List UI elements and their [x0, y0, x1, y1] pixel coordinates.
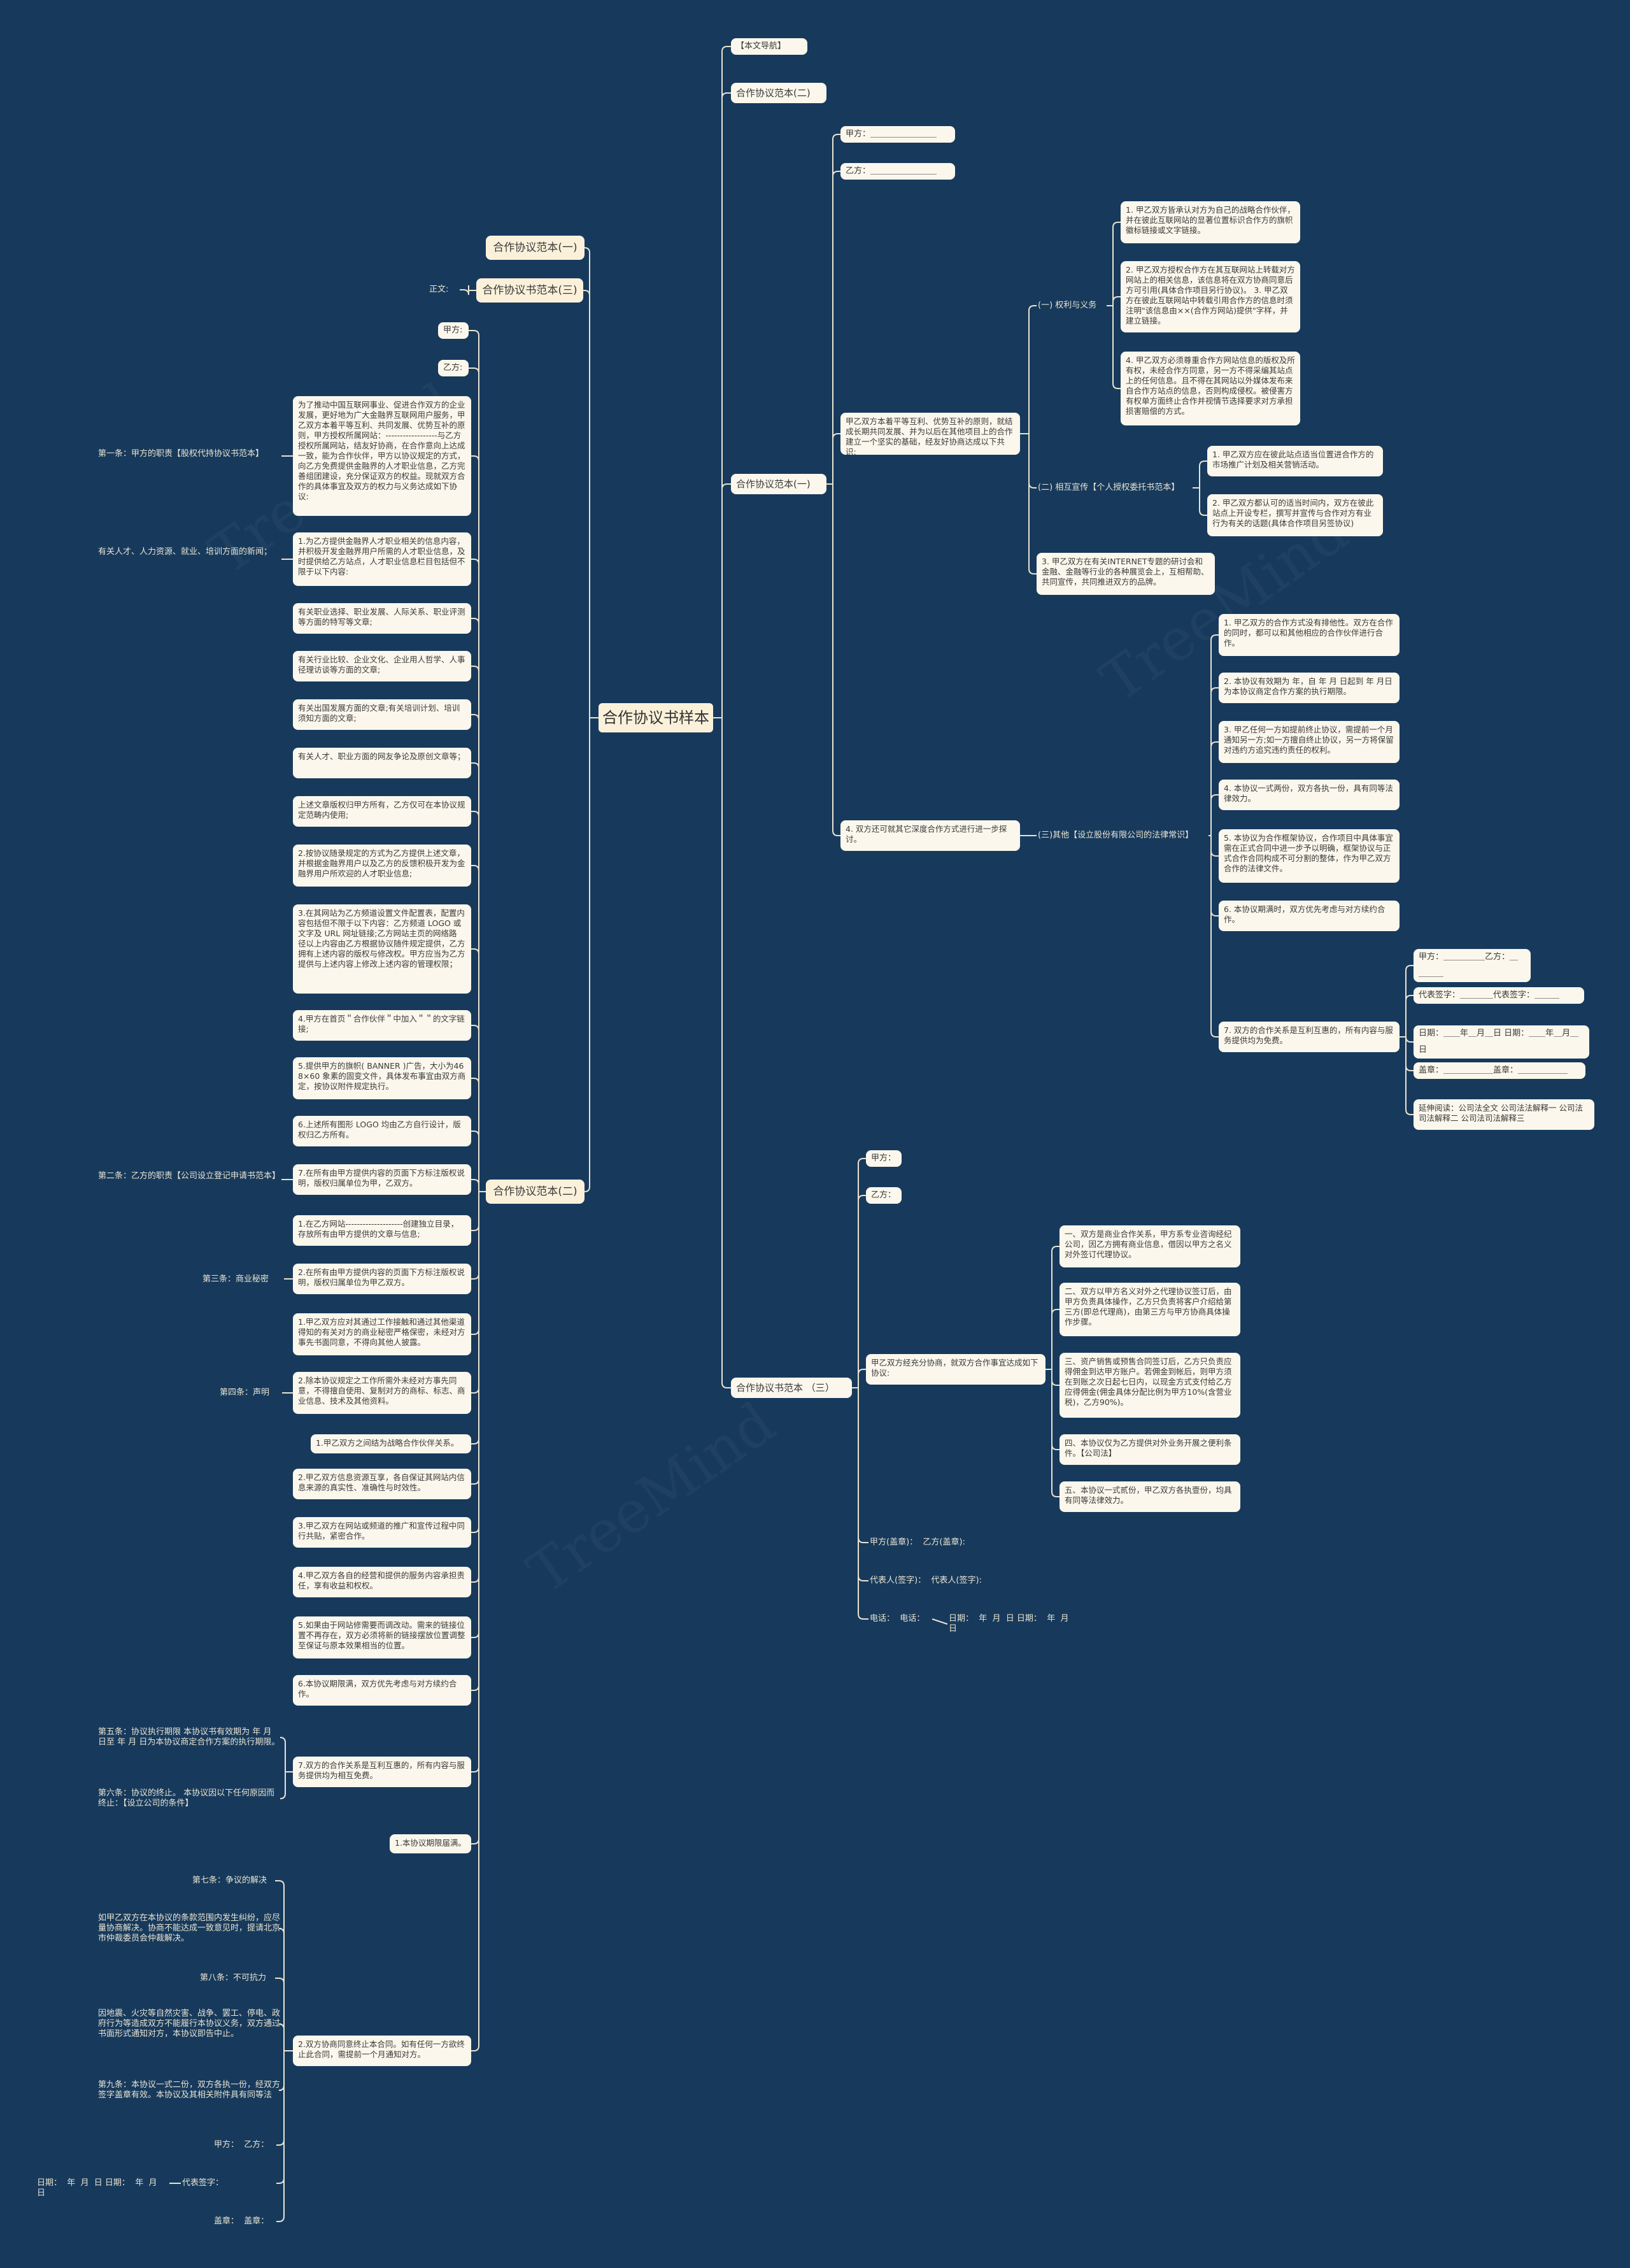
a-item-1a: 有关职业选择、职业发展、人际关系、职业评测等方面的特写等文章;: [293, 603, 471, 634]
a-item-2: 2.按协议随录规定的方式为乙方提供上述文章，并根据金融界用户以及乙方的反馈积极开…: [293, 845, 471, 887]
other-item-5: 5. 本协议为合作框架协议，合作项目中具体事宜需在正式合同中进一步予以明确，框架…: [1219, 829, 1400, 883]
r3-phone-row: 电话： 电话：: [870, 1614, 925, 1623]
signature-seals: 盖章： 盖章：: [214, 2216, 269, 2226]
root-topic[interactable]: 合作协议书样本: [599, 703, 713, 732]
label-article-7: 第七条：争议的解决: [192, 1876, 267, 1885]
label-talent-news: 有关人才、人力资源、就业、培训方面的新闻；: [98, 547, 273, 557]
label-article-4: 第四条：声明: [220, 1388, 270, 1397]
a-item-5: 5.提供甲方的旗帜( BANNER )广告，大小为468×60 象素的固变文件，…: [293, 1057, 471, 1099]
further-reading[interactable]: 延伸阅读：公司法全文 公司法法解释一 公司法司法解释二 公司法司法解释三: [1414, 1099, 1594, 1130]
d-item-2: 2.甲乙双方信息资源互享，各自保证其网站内信息来源的真实性、准确性与时效性。: [293, 1469, 471, 1499]
d-item-3: 3.甲乙双方在网站或频道的推广和宣传过程中同行共贴，紧密合作。: [293, 1517, 471, 1548]
r3-main-paragraph: 甲乙双方经充分协商，就双方合作事宜达成如下协议:: [866, 1354, 1045, 1385]
b-item-2: 2.在所有由甲方提供内容的页面下方标注版权说明，版权归属单位为甲乙双方。: [293, 1264, 471, 1294]
branch-right-agreement-2[interactable]: 合作协议范本(二): [731, 83, 826, 103]
r3-clause-2: 二、双方以甲方名义对外之代理协议签订后，由甲方负责具体操作，乙方只负责将客户介绍…: [1060, 1283, 1240, 1336]
label-main-text: 正文:: [429, 285, 449, 294]
rights-item-4: 4. 甲乙双方必须尊重合作方网站信息的版权及所有权，未经合作方同意，另一方不得采…: [1121, 352, 1300, 425]
nav-link[interactable]: 【本文导航】: [731, 38, 807, 55]
r-other-paragraph: 4. 双方还可就其它深度合作方式进行进一步探讨。: [840, 820, 1020, 851]
r3-representative-row: 代表人(签字)： 代表人(签字):: [870, 1576, 982, 1585]
r3-date-row: 日期： 年 月 日 日期： 年 月 日: [949, 1614, 1074, 1634]
d-item-5: 5.如果由于网站修需要而调改动。需来的链接位置不再存在，双方必须将新的链接摆放位…: [293, 1616, 471, 1658]
other-item-1: 1. 甲乙双方的合作方式没有排他性。双方在合作的同时，都可以和其他相应的合作伙伴…: [1219, 614, 1400, 656]
r3-clause-5: 五、本协议一式贰份，甲乙双方各执壹份，均具有同等法律效力。: [1060, 1481, 1240, 1512]
label-article-1: 第一条：甲方的职责【股权代持协议书范本】: [98, 449, 264, 459]
signature-dates: 日期： 年 月 日 日期： 年 月 日: [37, 2178, 162, 2198]
signature-representative: 代表签字：: [182, 2178, 224, 2188]
r-main-paragraph: 甲乙双方本着平等互利、优势互补的原则，就结成长期共同发展、并为以后在其他项目上的…: [840, 413, 1020, 455]
e-item-2: 2.双方协商同意终止本合同。如有任何一方欲终止此合同，需提前一个月通知对方。: [293, 2036, 471, 2066]
r3-party-b-field: 乙方：: [866, 1187, 902, 1204]
r3-clause-3: 三、资产销售或预售合同签订后，乙方只负责应得佣金到达甲方账户。若佣金到帐后，则甲…: [1060, 1353, 1240, 1418]
a-item-4: 4.甲方在首页＂合作伙伴＂中加入＂＂的文字链接;: [293, 1010, 471, 1041]
a-item-1e: 上述文章版权归甲方所有，乙方仅可在本协议规定范畴内使用;: [293, 796, 471, 827]
r3-party-a-field: 甲方：: [866, 1150, 902, 1167]
b-item-1: 1.在乙方网站--------------------创建独立目录，存放所有由甲…: [293, 1215, 471, 1246]
party-b-field: 乙方:: [438, 360, 469, 376]
promo-item-1: 1. 甲乙双方应在彼此站点适当位置进合作方的市场推广计划及相关营销活动。: [1207, 446, 1383, 476]
branch-right-agreement-1[interactable]: 合作协议范本(一): [731, 474, 826, 494]
party-a-field: 甲方:: [438, 322, 469, 339]
r3-seal-row: 甲方(盖章)： 乙方(盖章):: [870, 1537, 965, 1547]
other-item-6: 6. 本协议期满时，双方优先考虑与对方续约合作。: [1219, 901, 1400, 931]
branch-left-agreement-2[interactable]: 合作协议范本(二): [486, 1180, 585, 1204]
label-article-2: 第二条：乙方的职责【公司设立登记申请书范本】: [98, 1171, 281, 1181]
sign-representative-row: 代表签字：＿＿＿＿代表签字：＿＿＿: [1414, 987, 1584, 1004]
r3-clause-4: 四、本协议仅为乙方提供对外业务开展之便利条件。【公司法】: [1060, 1434, 1240, 1465]
c-item-1: 1.甲乙双方应对其通过工作接触和通过其他渠道得知的有关对方的商业秘密严格保密，未…: [293, 1313, 471, 1355]
c-item-2: 2.除本协议规定之工作所需外未经对方事先同意，不得擅自使用、复制对方的商标、标志…: [293, 1372, 471, 1414]
d-item-6: 6.本协议期限满，双方优先考虑与对方续约合作。: [293, 1675, 471, 1706]
promo-item-3: 3. 甲乙双方在有关INTERNET专题的研讨会和金融、金融等行业的各种展览会上…: [1037, 553, 1215, 595]
rights-item-2: 2. 甲乙双方授权合作方在其互联网站上转载对方网站上的相关信息，该信息将在双方协…: [1121, 261, 1300, 332]
other-item-3: 3. 甲乙任何一方如提前终止协议，需提前一个月通知另一方;如一方擅自终止协议，另…: [1219, 721, 1400, 763]
rights-item-1: 1. 甲乙双方皆承认对方为自己的战略合作伙伴，并在彼此互联网站的显著位置标识合作…: [1121, 201, 1300, 243]
a-item-1: 1.为乙方提供金融界人才职业相关的信息内容，并积极开发金融界用户所需的人才职业信…: [293, 532, 471, 586]
a-item-1d: 有关人才、职业方面的网友争论及原创文章等；: [293, 748, 471, 778]
a-item-1b: 有关行业比较、企业文化、企业用人哲学、人事径理访谈等方面的文章;: [293, 651, 471, 681]
r3-clause-1: 一、双方是商业合作关系，甲方系专业咨询经纪公司，因乙方拥有商业信息，借因以甲方之…: [1060, 1225, 1240, 1267]
label-article-3: 第三条：商业秘密: [202, 1274, 269, 1284]
label-other: (三)其他【设立股份有限公司的法律常识】: [1038, 831, 1194, 840]
label-mutual-promotion: (二) 相互宣传【个人授权委托书范本】: [1038, 483, 1180, 492]
promo-item-2: 2. 甲乙双方都认可的适当时间内，双方在彼此站点上开设专栏，撰写并宣传与合作对方…: [1207, 494, 1383, 536]
a-item-1c: 有关出国发展方面的文章;有关培训计划、培训须知方面的文章;: [293, 699, 471, 730]
other-item-7: 7. 双方的合作关系是互利互惠的，所有内容与服务提供均为免费。: [1219, 1022, 1400, 1052]
a-item-6: 6.上述所有图形 LOGO 均由乙方自行设计，版权归乙方所有。: [293, 1116, 471, 1146]
a-item-3: 3.在其网站为乙方频道设置文件配置表，配置内容包括但不限于以下内容：乙方频道 L…: [293, 904, 471, 994]
branch-left-agreement-1[interactable]: 合作协议范本(一): [486, 236, 585, 260]
label-article-6: 第六条：协议的终止。 本协议因以下任何原因而终止：【设立公司的条件】: [98, 1788, 275, 1808]
intro-paragraph: 为了推动中国互联网事业、促进合作双方的企业发展，更好地为广大金融界互联网用户服务…: [293, 396, 471, 516]
sign-party-row: 甲方：＿＿＿＿＿乙方：＿＿＿＿: [1414, 949, 1531, 982]
d-item-1: 1.甲乙双方之间结为战略合作伙伴关系。: [311, 1434, 471, 1453]
other-item-2: 2. 本协议有效期为 年，自 年 月 日起到 年 月日为本协议商定合作方案的执行…: [1219, 673, 1400, 703]
label-article-8: 第八条：不可抗力: [200, 1973, 267, 1983]
label-article-5: 第五条：协议执行期限 本协议书有效期为 年 月 日至 年 月 日为本协议商定合作…: [98, 1727, 280, 1747]
a-item-7: 7.在所有由甲方提供内容的页面下方标注版权说明，版权归属单位为甲，乙双方。: [293, 1164, 471, 1195]
other-item-4: 4. 本协议一式两份，双方各执一份，具有同等法律效力。: [1219, 780, 1400, 810]
sign-seal-row: 盖章：＿＿＿＿＿＿盖章：＿＿＿＿＿＿: [1414, 1062, 1585, 1079]
label-article-9: 第九条：本协议一式二份，双方各执一份，经双方签字盖章有效。本协议及其相关附件具有…: [98, 2080, 281, 2100]
branch-left-agreement-3[interactable]: 合作协议书范本(三): [476, 278, 583, 303]
dispute-resolution-text: 如甲乙双方在本协议的条款范围内发生纠纷，应尽量协商解决。协商不能达成一致意见时，…: [98, 1913, 281, 1943]
force-majeure-text: 因地震、火灾等自然灾害、战争、罢工、停电、政府行为等造成双方不能履行本协议义务，…: [98, 2009, 281, 2039]
d-item-7: 7.双方的合作关系是互利互惠的，所有内容与服务提供均为相互免费。: [293, 1757, 471, 1787]
d-item-4: 4.甲乙双方各自的经营和提供的服务内容承担责任，享有收益和权权。: [293, 1567, 471, 1597]
r-party-a-field: 甲方：＿＿＿＿＿＿＿＿: [840, 126, 955, 143]
signature-parties: 甲方： 乙方：: [214, 2140, 269, 2150]
r-party-b-field: 乙方：＿＿＿＿＿＿＿＿: [840, 163, 955, 180]
branch-right-agreement-3[interactable]: 合作协议书范本 （三）: [731, 1378, 852, 1398]
sign-date-row: 日期：＿＿年＿月＿日 日期：＿＿年＿月＿日: [1414, 1025, 1589, 1059]
label-rights-obligations: (一) 权利与义务: [1038, 301, 1097, 310]
e-item-1: 1.本协议期限届满。: [390, 1834, 471, 1853]
